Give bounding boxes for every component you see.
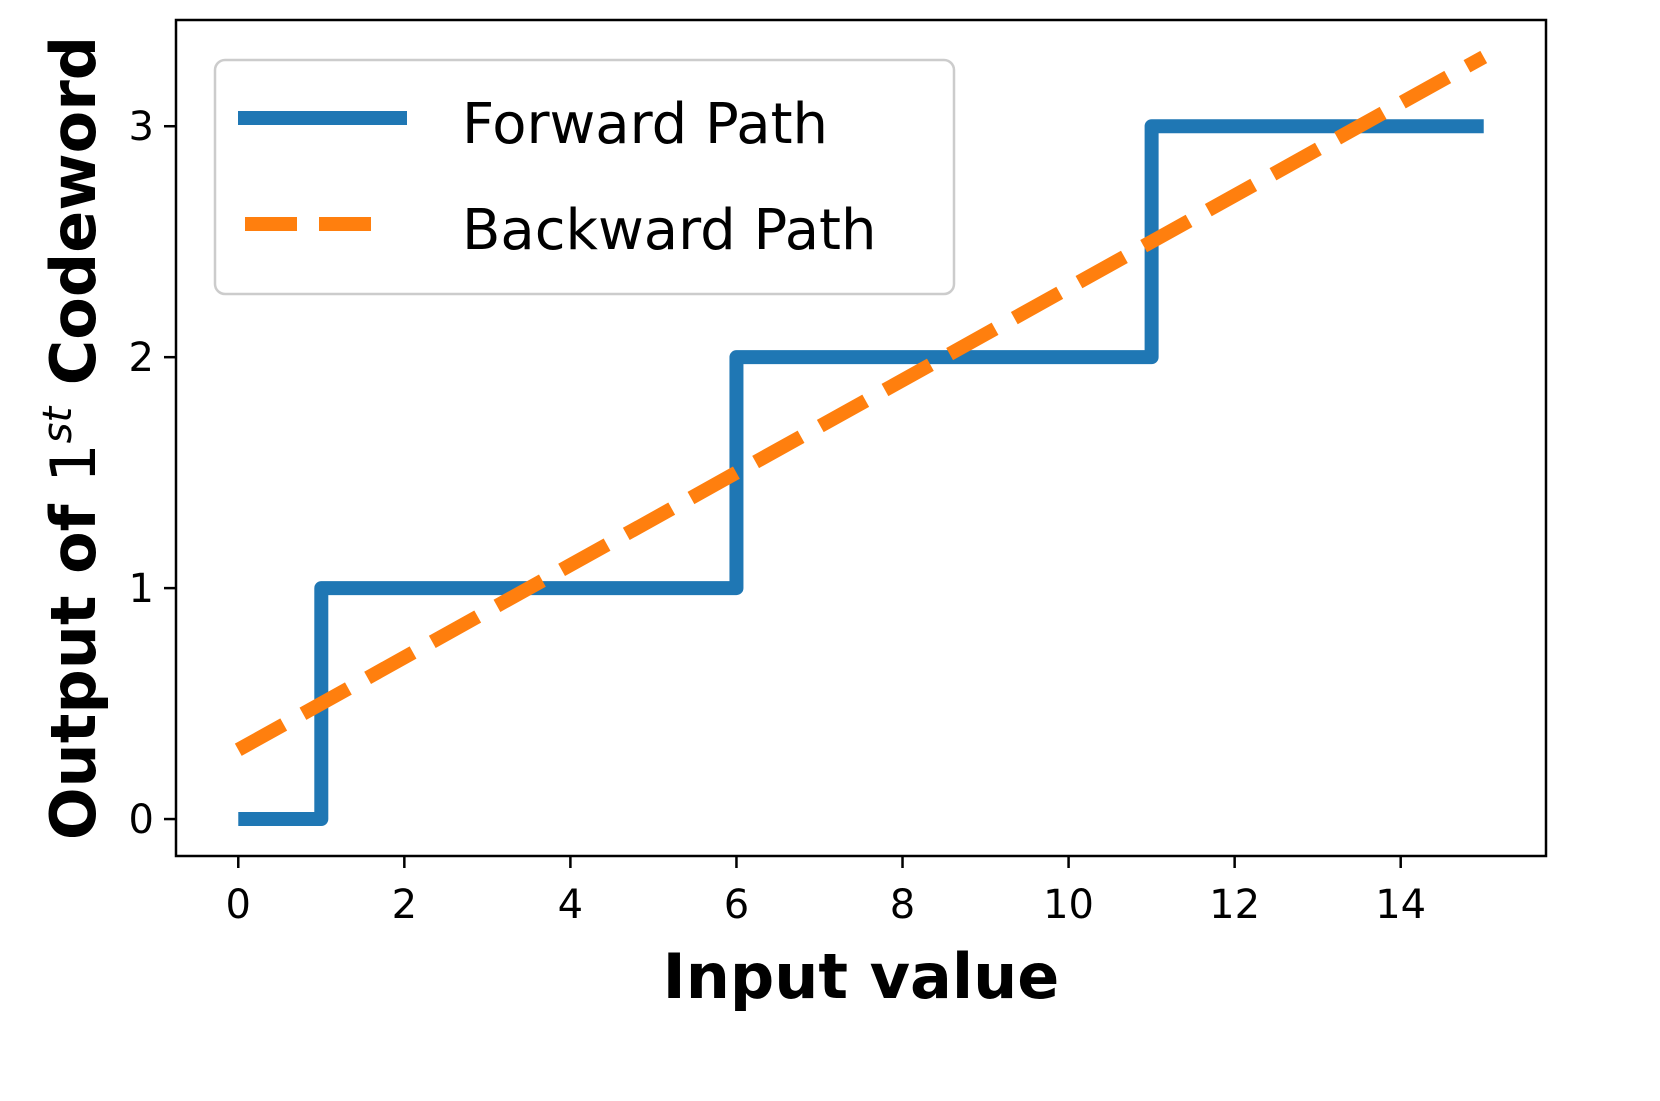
- x-axis-label: Input value: [663, 940, 1060, 1013]
- y-tick-label: 1: [129, 566, 154, 612]
- forward-path-line: [238, 119, 1484, 827]
- x-tick-label: 14: [1375, 882, 1426, 928]
- x-tick-label: 10: [1043, 882, 1094, 928]
- legend-label-backward: Backward Path: [462, 198, 876, 263]
- x-tick-label: 8: [890, 882, 915, 928]
- legend: Forward Path Backward Path: [213, 58, 956, 296]
- legend-label-forward: Forward Path: [462, 92, 828, 157]
- x-tick-label: 2: [392, 882, 417, 928]
- x-tick-label: 12: [1209, 882, 1260, 928]
- plot-frame: [174, 18, 1548, 858]
- x-tick-label: 4: [558, 882, 583, 928]
- x-axis-ticks: 0 2 4 6 8 10 12 14: [226, 856, 1426, 928]
- x-tick-label: 6: [724, 882, 749, 928]
- y-axis-label: Output of 1st Codeword: [35, 36, 110, 840]
- y-tick-label: 3: [129, 104, 154, 150]
- x-tick-label: 0: [226, 882, 251, 928]
- series-layer: [234, 50, 1488, 827]
- y-tick-label: 2: [129, 335, 154, 381]
- backward-path-line: [234, 50, 1488, 756]
- y-tick-label: 0: [129, 797, 154, 843]
- y-axis-ticks: 0 1 2 3: [129, 104, 176, 843]
